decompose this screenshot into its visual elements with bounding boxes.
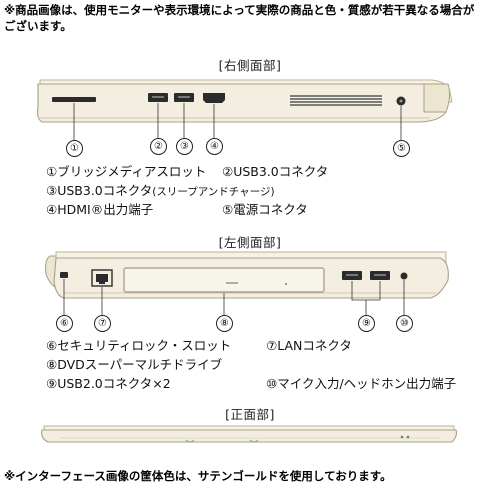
callout-6: ⑥ [56,315,73,332]
callout-4: ④ [206,138,223,155]
callout-3: ③ [176,138,193,155]
top-note: ※商品画像は、使用モニターや表示環境によって実際の商品と色・質感が若干異なる場合… [4,2,498,34]
label-dvd-drive: ⑧DVDスーパーマルチドライブ [46,357,223,372]
bottom-note: ※インターフェース画像の筐体色は、サテンゴールドを使用しております。 [4,469,392,483]
hdmi-port [203,93,225,103]
callout-8: ⑧ [216,315,233,332]
label-usb30-sleep-charge-suffix: (スリープアンドチャージ) [152,186,275,198]
callout-9: ⑨ [358,315,375,332]
section-title-right: [右側面部] [218,58,282,73]
label-mic-headphone-jack: ⑩マイク入力/ヘッドホン出力端子 [266,376,457,391]
front-indicator-light [400,435,404,439]
label-hdmi-output: ④HDMI®出力端子 [46,202,154,217]
label-usb30-sleep-charge-main: ③USB3.0コネクタ [46,183,153,198]
label-usb30-connector: ②USB3.0コネクタ [222,164,329,179]
label-power-connector: ⑤電源コネクタ [222,202,308,217]
label-bridge-media-slot: ①ブリッジメディアスロット [46,164,207,179]
callout-2: ② [150,138,167,155]
callout-10: ⑩ [396,315,413,332]
audio-jack [400,272,408,280]
callout-1: ① [66,140,83,157]
top-note-line2: ございます。 [4,19,72,33]
callout-5: ⑤ [393,140,410,157]
label-security-lock-slot: ⑥セキュリティロック・スロット [46,338,232,353]
card-slot-port [52,97,96,102]
top-note-line1: ※商品画像は、使用モニターや表示環境によって実際の商品と色・質感が若干異なる場合… [4,3,475,17]
section-title-left: [左側面部] [218,235,282,250]
section-title-front: [正面部] [225,407,275,422]
security-lock-slot [60,272,68,278]
vent-grille [290,95,382,106]
callout-7: ⑦ [94,315,111,332]
dvd-drive-tray [123,267,325,293]
label-lan-connector: ⑦LANコネクタ [266,338,352,353]
label-usb20-connector: ⑨USB2.0コネクタ×2 [46,376,171,391]
label-usb30-sleep-charge: ③USB3.0コネクタ(スリープアンドチャージ) [46,183,275,200]
